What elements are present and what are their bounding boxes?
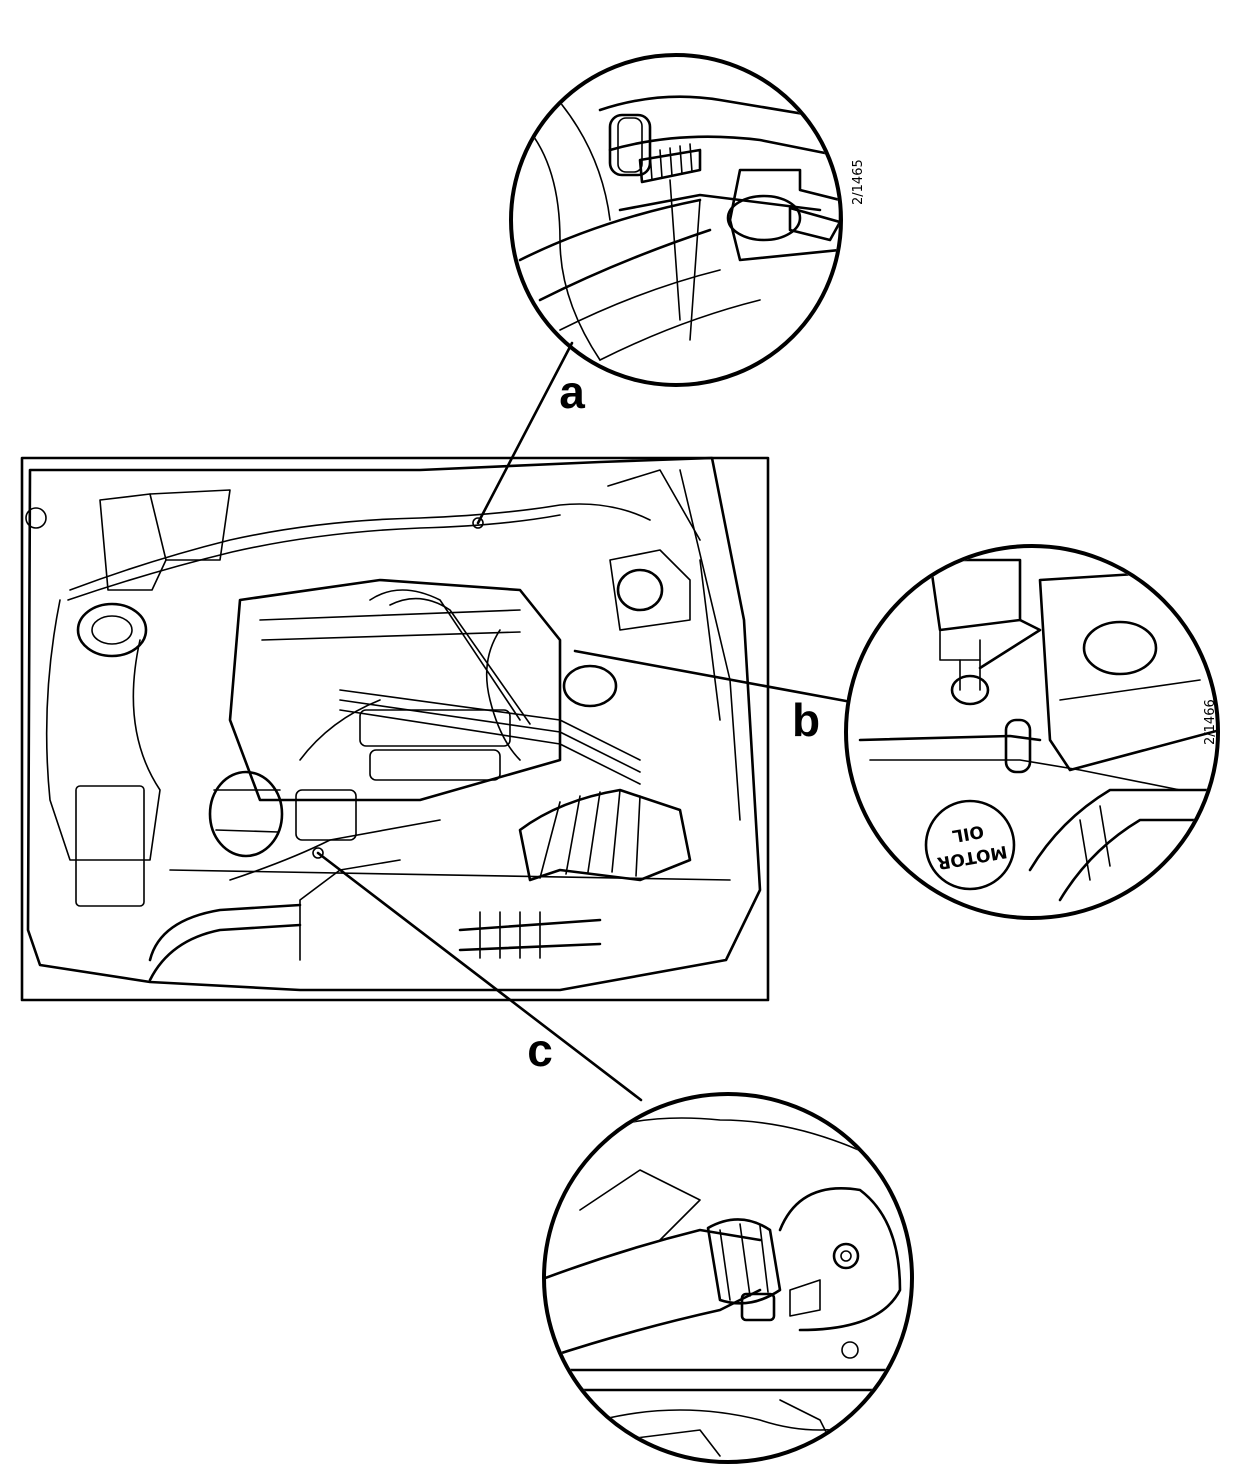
callout-label-b: b [792,694,820,746]
engine-bay-frame [20,456,770,1002]
callout-label-c: c [527,1024,553,1076]
engine-bay-illustration [20,456,770,1002]
detail-circle-c [542,1092,914,1464]
ref-number-b: 2/1466 [1203,699,1218,745]
oil-cap-text-line2: OIL [950,821,985,846]
detail-circle-b: MOTOR OIL 2/1466 [844,544,1220,920]
callout-label-a: a [559,366,585,418]
oil-cap [924,799,1016,891]
ref-number-a: 2/1465 [851,159,866,205]
oil-cap-text-line1: MOTOR [936,841,1009,873]
leader-line-a [476,341,574,525]
detail-circle-a: 2/1465 [509,53,866,387]
leader-line-b [573,649,848,703]
leader-line-c [316,851,643,1102]
